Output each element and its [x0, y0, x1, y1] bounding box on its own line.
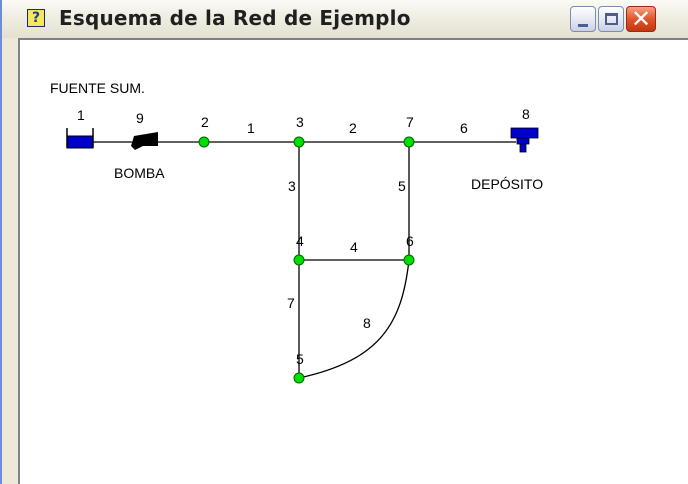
link-id-1: 1	[247, 120, 255, 136]
label-deposito: DEPÓSITO	[471, 176, 543, 192]
junctions	[198, 136, 415, 384]
node-id-7: 7	[406, 114, 414, 130]
junction-node-4[interactable]	[293, 254, 305, 266]
junction-node-2[interactable]	[198, 136, 210, 148]
node-id-4: 4	[296, 233, 304, 249]
link-id-7: 7	[287, 295, 295, 311]
link-id-9: 9	[136, 110, 144, 126]
junction-node-5[interactable]	[293, 372, 305, 384]
tank-icon[interactable]	[510, 127, 539, 153]
pipe-8[interactable]	[298, 259, 410, 379]
junction-node-7[interactable]	[403, 136, 415, 148]
node-id-6: 6	[406, 233, 414, 249]
label-bomba: BOMBA	[114, 165, 165, 181]
node-id-2: 2	[201, 114, 209, 130]
close-button[interactable]: ✕	[626, 5, 656, 33]
minimize-icon	[578, 24, 588, 27]
help-icon[interactable]: ?	[27, 9, 45, 27]
window-frame-left	[2, 38, 18, 484]
pump-icon[interactable]	[131, 132, 158, 150]
maximize-button[interactable]	[598, 6, 624, 32]
link-id-4: 4	[350, 239, 358, 255]
close-icon: ✕	[630, 5, 652, 33]
title-bar[interactable]: ? Esquema de la Red de Ejemplo ✕	[2, 0, 688, 39]
link-id-8: 8	[363, 315, 371, 331]
junction-node-3[interactable]	[293, 136, 305, 148]
pipes	[90, 141, 516, 379]
link-id-5: 5	[398, 178, 406, 194]
node-id-1: 1	[77, 107, 85, 123]
network-map-canvas[interactable]	[18, 38, 688, 484]
link-id-2: 2	[349, 120, 357, 136]
junction-node-6[interactable]	[403, 254, 415, 266]
node-id-8: 8	[522, 106, 530, 122]
label-fuente: FUENTE SUM.	[50, 80, 145, 96]
minimize-button[interactable]	[570, 6, 596, 32]
reservoir-icon[interactable]	[66, 128, 94, 149]
window-title: Esquema de la Red de Ejemplo	[59, 6, 411, 30]
link-id-3: 3	[288, 178, 296, 194]
node-id-3: 3	[296, 114, 304, 130]
link-id-6: 6	[460, 120, 468, 136]
maximize-icon	[605, 13, 618, 25]
node-id-5: 5	[296, 351, 304, 367]
